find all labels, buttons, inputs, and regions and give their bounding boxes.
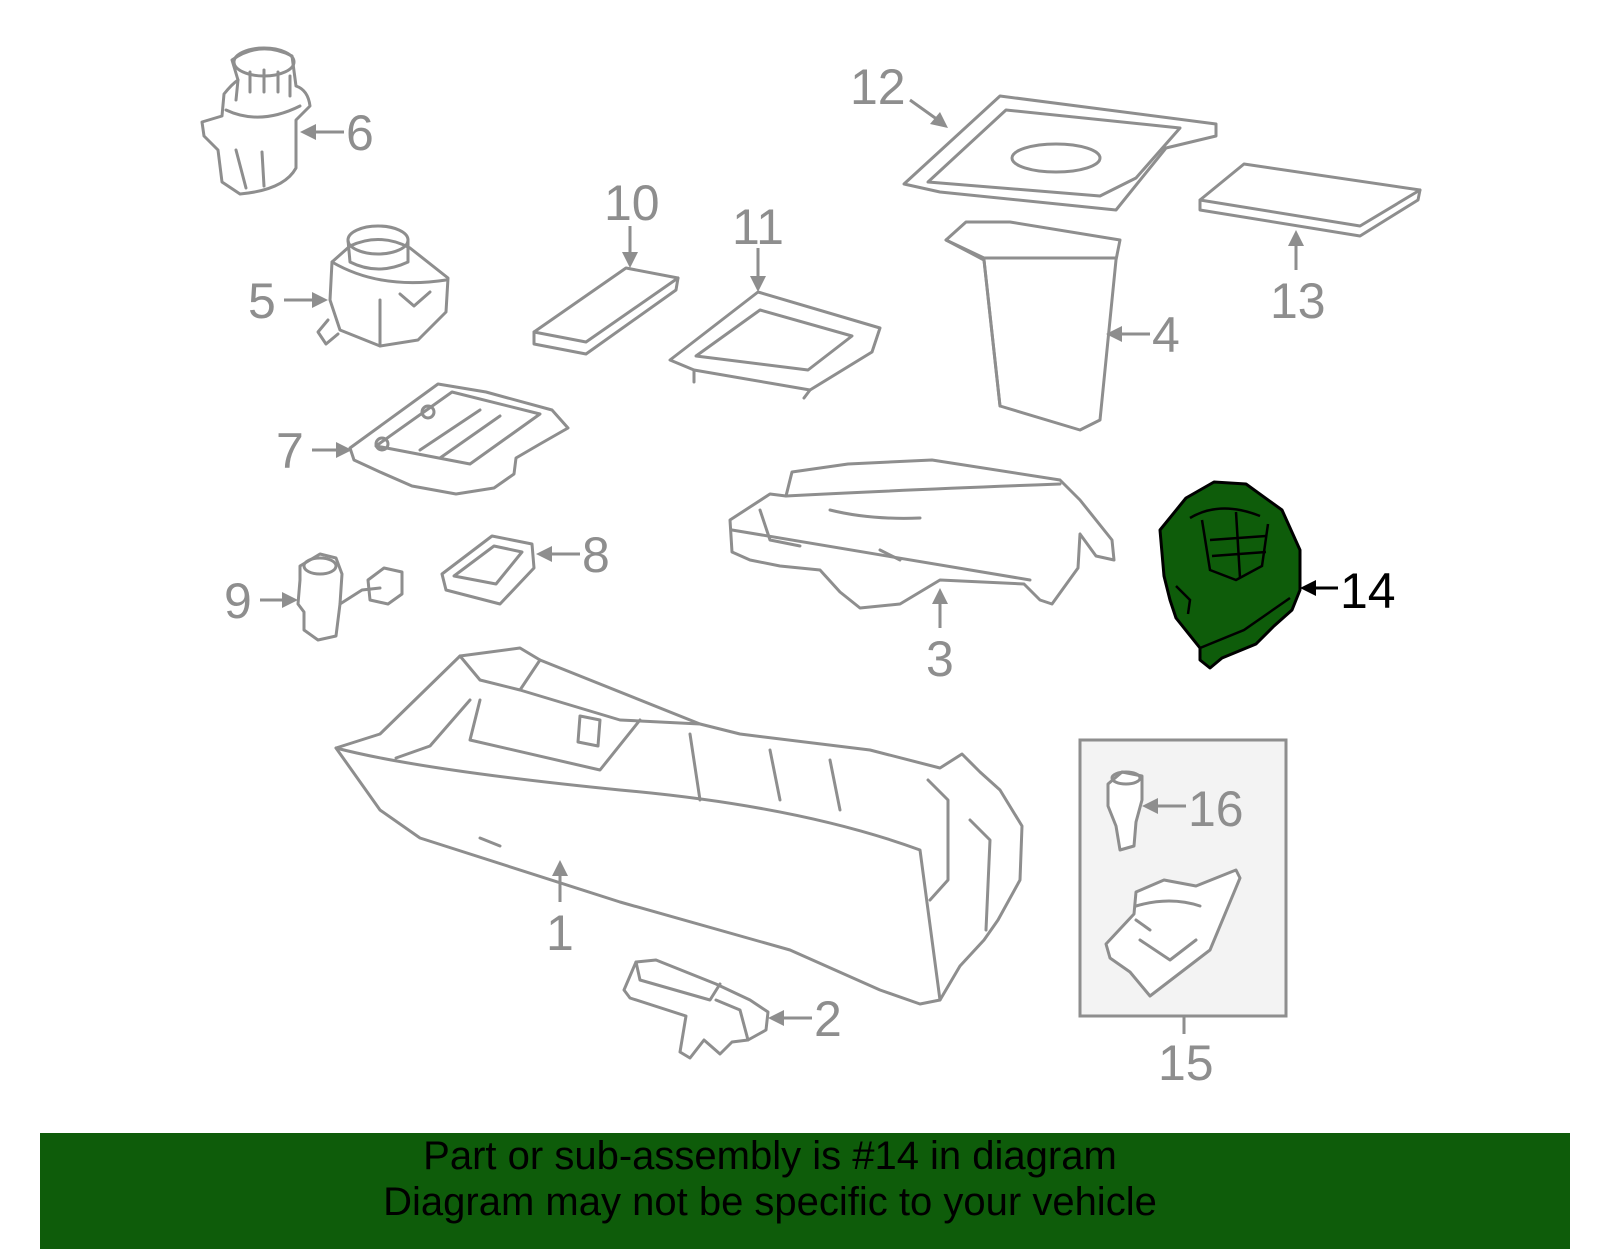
callout-1: 1: [546, 860, 574, 961]
svg-text:14: 14: [1340, 563, 1396, 619]
callout-3: 3: [926, 588, 954, 687]
svg-text:10: 10: [604, 175, 660, 231]
info-banner: Part or sub-assembly is #14 in diagram D…: [40, 1133, 1570, 1249]
part-8-tray: [440, 534, 536, 606]
part-5-rotary-controller: [316, 224, 450, 348]
part-6-shift-knob: [200, 46, 312, 196]
part-12-trim-panel: [902, 94, 1218, 212]
part-9-usb-port: [296, 552, 404, 642]
part-4-storage-bin: [944, 220, 1122, 432]
callout-12: 12: [850, 59, 948, 128]
callout-10: 10: [604, 175, 660, 268]
part-3-armrest: [728, 458, 1116, 610]
callout-16: 16: [1142, 781, 1244, 837]
callout-9: 9: [224, 573, 298, 629]
callout-11: 11: [732, 199, 784, 292]
callout-2: 2: [768, 991, 842, 1047]
callout-5: 5: [248, 273, 328, 329]
svg-text:1: 1: [546, 905, 574, 961]
part-13-lid: [1198, 162, 1422, 238]
callout-14[interactable]: 14: [1300, 563, 1396, 619]
callout-15: 15: [1158, 1016, 1214, 1091]
svg-text:4: 4: [1152, 307, 1180, 363]
part-2-lower-bracket: [622, 958, 770, 1060]
svg-text:5: 5: [248, 273, 276, 329]
callout-6: 6: [300, 105, 374, 161]
callout-4: 4: [1106, 307, 1180, 363]
svg-text:12: 12: [850, 59, 906, 115]
svg-text:15: 15: [1158, 1035, 1214, 1091]
part-11-bezel: [668, 290, 882, 400]
part-10-mat: [532, 266, 680, 356]
part-7-bracket: [348, 382, 570, 496]
svg-text:16: 16: [1188, 781, 1244, 837]
svg-text:2: 2: [814, 991, 842, 1047]
svg-text:11: 11: [732, 199, 784, 255]
part-1-console-body: [334, 646, 1024, 1006]
svg-text:6: 6: [346, 105, 374, 161]
svg-text:7: 7: [276, 423, 304, 479]
svg-text:13: 13: [1270, 273, 1326, 329]
svg-text:9: 9: [224, 573, 252, 629]
svg-text:8: 8: [582, 527, 610, 583]
part-16-clip: [1106, 770, 1144, 852]
banner-line-part: Part or sub-assembly is #14 in diagram: [423, 1134, 1117, 1178]
callout-8: 8: [536, 527, 610, 583]
banner-line-disclaimer: Diagram may not be specific to your vehi…: [383, 1180, 1157, 1224]
part-15-kit-box: [1078, 738, 1288, 1018]
callout-7: 7: [276, 423, 352, 479]
part-14-rear-vent-panel: [1158, 480, 1302, 670]
svg-text:3: 3: [926, 631, 954, 687]
callout-13: 13: [1270, 230, 1326, 329]
